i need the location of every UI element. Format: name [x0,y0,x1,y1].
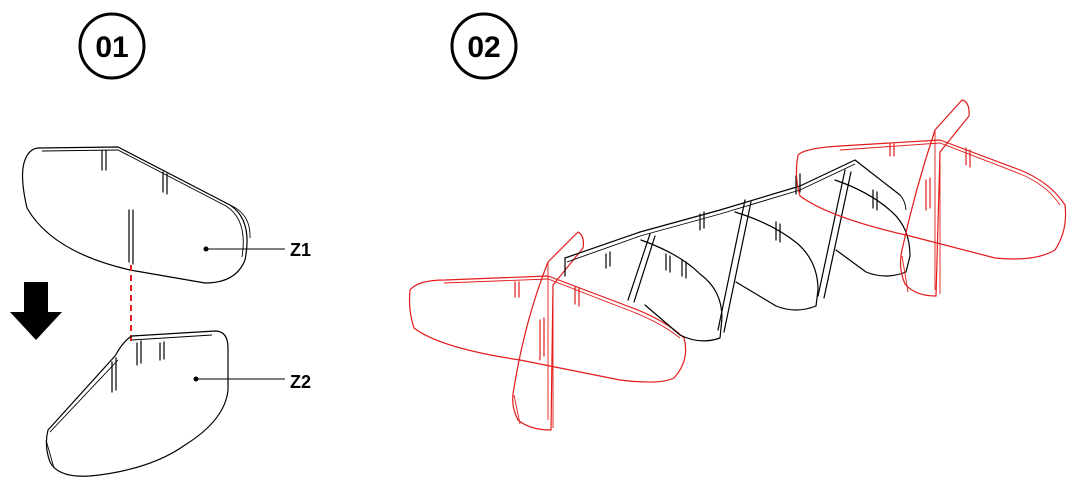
part-z2-label: Z2 [290,372,311,392]
right-fin-vertical [899,99,970,297]
part-z1-label: Z1 [290,240,311,260]
left-fin-vertical [512,231,585,431]
step-02-label: 02 [467,31,500,64]
part-z1-piece: Z1 [21,146,311,284]
step-02-badge: 02 [450,12,518,80]
step-01-label: 01 [95,31,128,64]
part-z2-piece: Z2 [45,330,311,477]
middle-ribs [564,159,911,342]
down-arrow-icon [10,282,62,340]
assembled-frame [408,99,1067,431]
right-wing-horizontal [795,139,1067,260]
step-01-badge: 01 [78,12,146,80]
